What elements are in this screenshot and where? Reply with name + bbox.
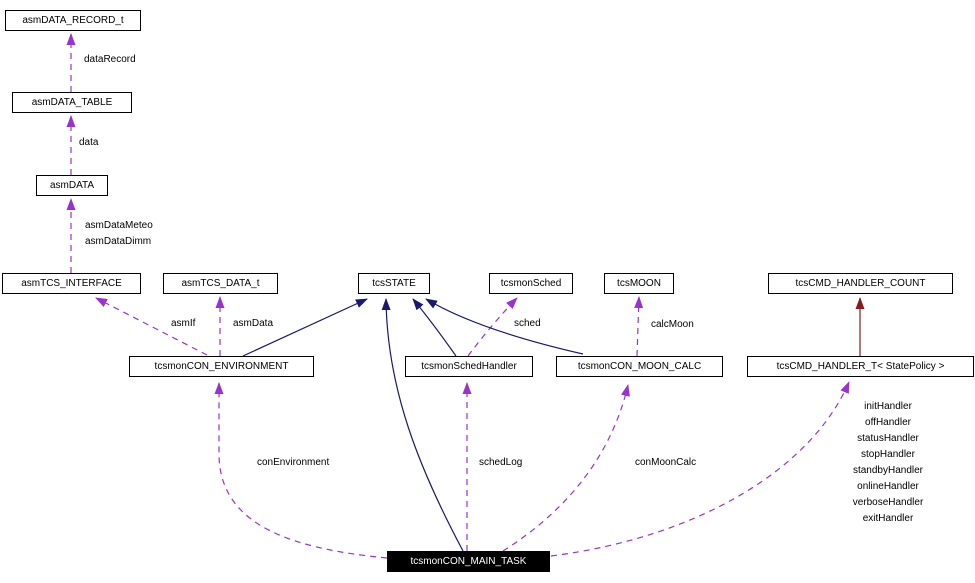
edge-label-handler-list: initHandler offHandler statusHandler sto…: [818, 399, 958, 527]
edge-label-asmIf: asmIf: [171, 318, 196, 329]
node-asmTCS_DATA_t[interactable]: asmTCS_DATA_t: [163, 273, 278, 294]
node-tcsSTATE[interactable]: tcsSTATE: [358, 273, 430, 294]
node-tcsCMD_HANDLER_COUNT[interactable]: tcsCMD_HANDLER_COUNT: [768, 273, 953, 294]
edge-main-to-env: [214, 382, 388, 559]
edge-label-statusHandler: statusHandler: [857, 433, 919, 444]
edge-main-to-mooncalc: [502, 384, 630, 552]
edge-schedhandler-to-sched: [467, 297, 518, 357]
edge-main-to-cmdhandler: [550, 381, 850, 557]
edge-label-offHandler: offHandler: [865, 417, 911, 428]
edge-label-verboseHandler: verboseHandler: [852, 497, 924, 508]
edge-label-standbyHandler: standbyHandler: [852, 465, 924, 476]
node-tcsCMD_HANDLER_T[interactable]: tcsCMD_HANDLER_T< StatePolicy >: [747, 356, 974, 377]
node-tcsmonCON_ENVIRONMENT[interactable]: tcsmonCON_ENVIRONMENT: [129, 356, 314, 377]
edge-label-initHandler: initHandler: [864, 401, 912, 412]
edge-env-to-interface: [95, 297, 208, 356]
edge-label-schedLog: schedLog: [479, 457, 523, 468]
edge-label-asmDataMeteo: asmDataMeteo: [85, 220, 153, 231]
node-tcsmonCON_MAIN_TASK[interactable]: tcsmonCON_MAIN_TASK: [387, 551, 550, 572]
edge-mooncalc-to-moon: [634, 296, 644, 357]
edge-env-to-tcsstate: [242, 298, 368, 357]
node-tcsmonCON_MOON_CALC[interactable]: tcsmonCON_MOON_CALC: [556, 356, 723, 377]
node-tcsmonSchedHandler[interactable]: tcsmonSchedHandler: [405, 356, 533, 377]
edge-label-stopHandler: stopHandler: [861, 449, 915, 460]
node-asmTCS_INTERFACE[interactable]: asmTCS_INTERFACE: [2, 273, 141, 294]
edge-label-conMoonCalc: conMoonCalc: [635, 457, 697, 468]
edge-label-sched: sched: [514, 318, 541, 329]
node-tcsmonSched[interactable]: tcsmonSched: [489, 273, 573, 294]
node-asmDATA_RECORD_t[interactable]: asmDATA_RECORD_t: [5, 10, 141, 31]
node-asmDATA_TABLE[interactable]: asmDATA_TABLE: [12, 92, 132, 113]
edge-label-calcMoon: calcMoon: [651, 319, 694, 330]
edge-label-data: data: [79, 137, 99, 148]
edge-label-exitHandler: exitHandler: [862, 513, 914, 524]
node-tcsMOON[interactable]: tcsMOON: [604, 273, 674, 294]
edge-label-conEnvironment: conEnvironment: [257, 457, 330, 468]
node-asmDATA[interactable]: asmDATA: [36, 175, 108, 196]
edge-label-asmData: asmData: [233, 318, 274, 329]
edge-label-onlineHandler: onlineHandler: [857, 481, 919, 492]
edge-schedhandler-to-tcsstate: [412, 298, 457, 357]
edge-mooncalc-to-tcsstate: [425, 298, 584, 355]
edge-main-to-tcsstate: [381, 298, 464, 552]
edge-label-dataRecord: dataRecord: [84, 54, 136, 65]
edge-label-asmDataDimm: asmDataDimm: [85, 236, 152, 247]
